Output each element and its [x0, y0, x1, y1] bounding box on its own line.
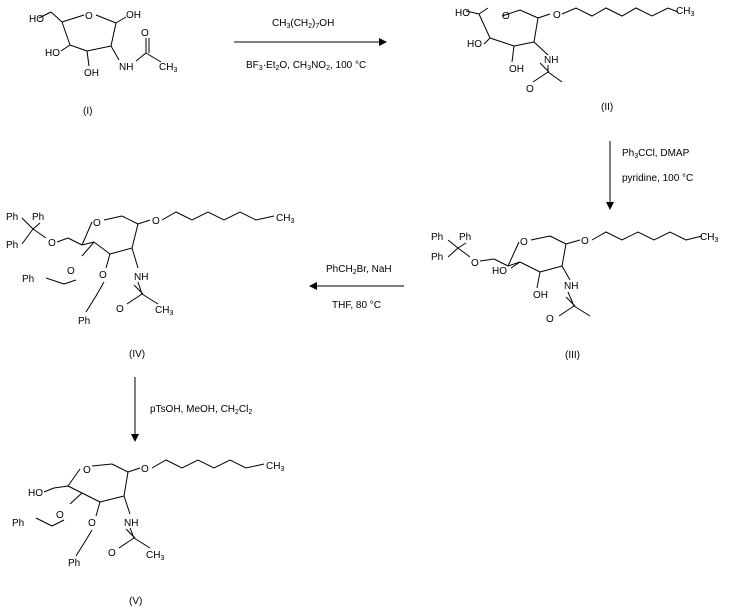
methyl-label: CH3	[155, 305, 173, 317]
reaction-step-4: pTsOH, MeOH, CH2Cl2	[131, 377, 252, 442]
phenyl-label: Ph	[459, 232, 471, 243]
phenyl-label: Ph	[431, 232, 443, 243]
reagent-text: Ph3CCl, DMAP	[622, 148, 690, 160]
methyl-label: CH3	[676, 6, 694, 18]
carbonyl-oxygen-label: O	[108, 548, 116, 559]
ring-oxygen-label: O	[520, 237, 528, 248]
nh-label: NH	[564, 281, 578, 292]
oh-label: HO	[29, 14, 44, 25]
methyl-label: CH3	[146, 550, 164, 562]
condition-text: pyridine, 100 °C	[622, 173, 693, 184]
glycosidic-oxygen-label: O	[141, 464, 149, 475]
condition-text: BF3·Et2O, CH3NO2, 100 °C	[246, 60, 366, 72]
oh-label: HO	[467, 39, 482, 50]
methyl-label: CH3	[266, 461, 284, 473]
oh-label: OH	[533, 290, 548, 301]
glycosidic-oxygen-label: O	[553, 10, 561, 21]
oh-label: HO	[492, 266, 507, 277]
methyl-label: CH3	[700, 232, 718, 244]
condition-text: THF, 80 °C	[332, 300, 381, 311]
phenyl-label: Ph	[68, 558, 80, 569]
carbonyl-oxygen-label: O	[141, 28, 149, 39]
reaction-step-3: PhCH2Br, NaH THF, 80 °C	[309, 264, 404, 311]
phenyl-label: Ph	[32, 212, 44, 223]
nh-label: NH	[134, 272, 148, 283]
phenyl-label: Ph	[78, 316, 90, 327]
benzyl-oxygen-label: O	[67, 266, 75, 277]
nh-label: NH	[544, 55, 558, 66]
nh-label: NH	[124, 518, 138, 529]
oh-label: OH	[509, 64, 524, 75]
compound-label: (III)	[565, 350, 580, 361]
phenyl-label: Ph	[22, 274, 34, 285]
oh-label: HO	[455, 8, 470, 19]
oh-label: HO	[28, 488, 43, 499]
carbonyl-oxygen-label: O	[116, 304, 124, 315]
carbonyl-oxygen-label: O	[526, 84, 534, 95]
reaction-step-2: Ph3CCl, DMAP pyridine, 100 °C	[606, 141, 693, 210]
ring-oxygen-label: O	[502, 11, 510, 22]
compound-label: (IV)	[129, 349, 145, 360]
ring-oxygen-label: O	[85, 11, 93, 22]
reaction-step-1: CH3(CH2)7OH BF3·Et2O, CH3NO2, 100 °C	[234, 18, 387, 72]
phenyl-label: Ph	[12, 518, 24, 529]
methyl-label: CH3	[159, 62, 177, 74]
compound-i: HO O OH NH O CH3 OH HO (I)	[29, 10, 177, 117]
ether-oxygen-label: O	[471, 258, 479, 269]
phenyl-label: Ph	[431, 252, 443, 263]
compound-ii: HO O O CH3 NH O OH HO (II)	[455, 6, 694, 113]
glycosidic-oxygen-label: O	[581, 236, 589, 247]
methyl-label: CH3	[276, 213, 294, 225]
oh-label: OH	[126, 10, 141, 21]
compound-v: HO O O CH3 NH O CH3 O O Ph Ph (V)	[12, 459, 284, 607]
glycosidic-oxygen-label: O	[152, 216, 160, 227]
ring-oxygen-label: O	[83, 465, 91, 476]
reagent-text: pTsOH, MeOH, CH2Cl2	[150, 404, 252, 416]
ether-oxygen-label: O	[48, 238, 56, 249]
compound-iv: Ph Ph Ph O O O CH3 NH O CH3 O O Ph Ph (I…	[6, 211, 294, 360]
reagent-text: CH3(CH2)7OH	[272, 18, 334, 30]
nh-label: NH	[119, 62, 133, 73]
phenyl-label: Ph	[6, 240, 18, 251]
ring-oxygen-label: O	[93, 218, 101, 229]
compound-label: (I)	[83, 106, 92, 117]
benzyl-oxygen-label: O	[88, 518, 96, 529]
benzyl-oxygen-label: O	[56, 510, 64, 521]
compound-label: (II)	[601, 102, 613, 113]
oh-label: HO	[45, 48, 60, 59]
compound-label: (V)	[129, 596, 142, 607]
carbonyl-oxygen-label: O	[546, 314, 554, 325]
oh-label: OH	[84, 68, 99, 79]
compound-iii: Ph Ph Ph O O O CH3 NH O OH HO (III)	[431, 231, 718, 361]
reagent-text: PhCH2Br, NaH	[326, 264, 392, 276]
phenyl-label: Ph	[6, 212, 18, 223]
benzyl-oxygen-label: O	[99, 270, 107, 281]
